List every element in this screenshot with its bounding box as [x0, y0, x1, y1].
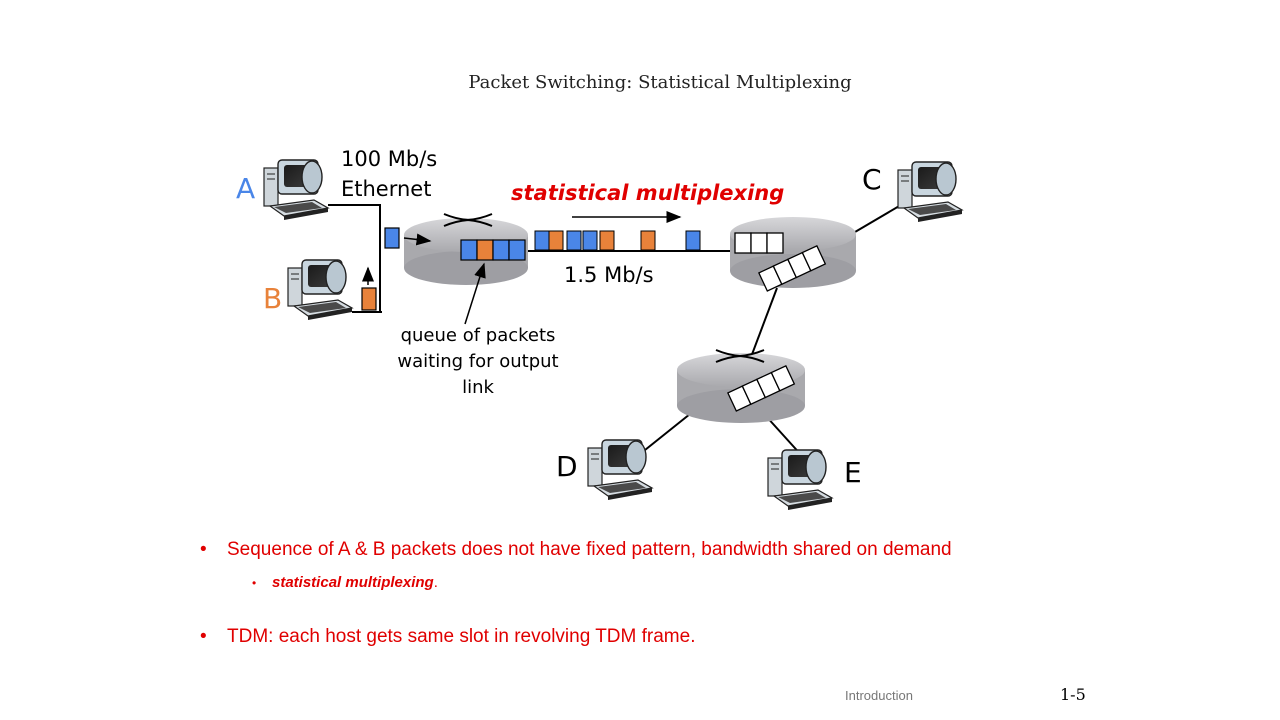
bullet-sequence: Sequence of A & B packets does not have …: [200, 538, 1060, 561]
computer-b-icon: [287, 259, 353, 321]
packets-on-link: [534, 230, 701, 251]
mux-label: statistical multiplexing: [511, 181, 785, 205]
computer-e-icon: [767, 449, 833, 511]
bullet-tdm: TDM: each host gets same slot in revolvi…: [200, 625, 1060, 648]
queue-note: queue of packets waiting for output link: [368, 323, 588, 401]
host-label-c: C: [862, 163, 882, 196]
queue-note-line1: queue of packets: [400, 325, 556, 346]
host-label-b: B: [263, 282, 283, 315]
queue-note-line3: link: [462, 377, 494, 398]
computer-c-icon: [897, 161, 963, 223]
link-a-type: Ethernet: [341, 177, 432, 201]
computer-a-icon: [263, 159, 329, 221]
footer-section: Introduction: [845, 688, 913, 703]
host-label-d: D: [556, 450, 578, 483]
bottleneck-rate: 1.5 Mb/s: [564, 263, 654, 287]
slide-number: 1-5: [1060, 685, 1086, 704]
bullet-list: Sequence of A & B packets does not have …: [200, 538, 1060, 648]
host-label-e: E: [844, 456, 862, 489]
computer-d-icon: [587, 439, 653, 501]
host-label-a: A: [236, 172, 256, 205]
queue-router-1: [460, 239, 526, 261]
packet-a: [384, 227, 400, 249]
bullet-sub-suffix: .: [433, 574, 438, 591]
queue-router-2: [734, 232, 827, 292]
packet-b: [361, 287, 377, 311]
link-a-rate: 100 Mb/s: [341, 147, 438, 171]
bullet-sub-statmux: statistical multiplexing.: [200, 573, 1060, 593]
slide-title: Packet Switching: Statistical Multiplexi…: [468, 72, 852, 93]
queue-router-3: [727, 364, 796, 412]
bullet-sub-text: statistical multiplexing: [272, 574, 434, 591]
queue-note-line2: waiting for output: [397, 351, 559, 372]
